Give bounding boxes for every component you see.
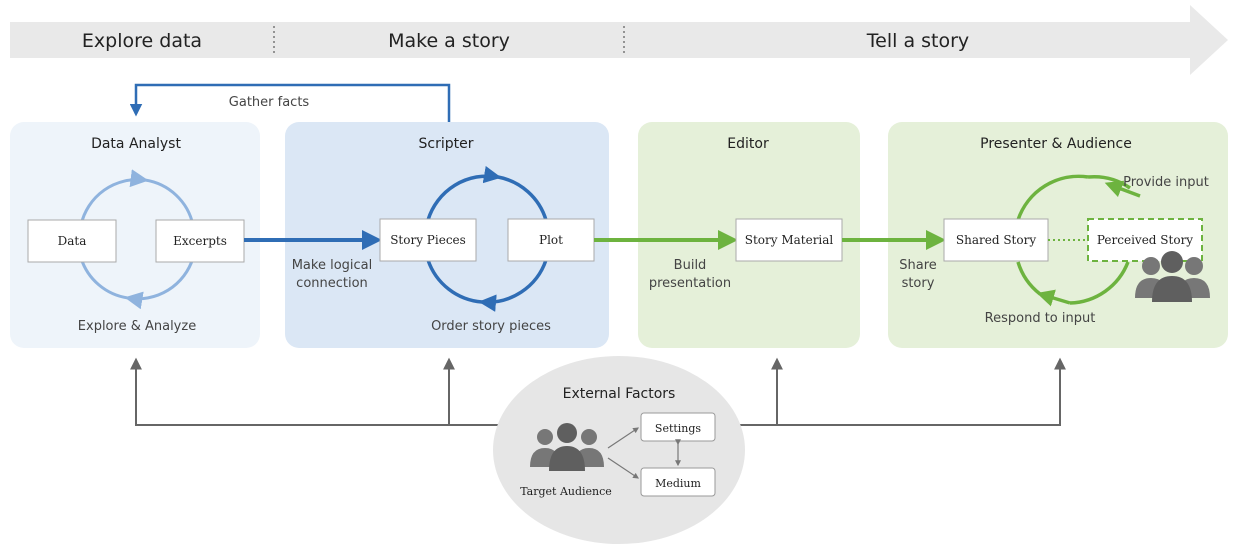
audience-people-icon — [1135, 251, 1210, 302]
data-analyst-title: Data Analyst — [91, 136, 181, 152]
plot-box-label: Plot — [539, 233, 563, 247]
perceived-story-box-label: Perceived Story — [1097, 233, 1193, 247]
story-material-box-label: Story Material — [745, 233, 834, 247]
plot-box — [507, 218, 595, 262]
share-story-label-1: Share — [899, 258, 937, 273]
medium-box-label: Medium — [655, 477, 701, 490]
respond-input-label: Respond to input — [985, 311, 1096, 326]
order-story-pieces-caption: Order story pieces — [431, 319, 551, 334]
build-presentation-label-1: Build — [674, 258, 707, 273]
make-logical-label-2: connection — [296, 276, 368, 291]
excerpts-box — [155, 219, 245, 263]
make-logical-label-1: Make logical — [292, 258, 373, 273]
perceived-story-box — [1087, 218, 1203, 262]
order-story-pieces-cycle — [426, 165, 548, 312]
shared-story-box — [943, 218, 1049, 262]
external-factors-ellipse — [493, 356, 745, 544]
story-pieces-box — [379, 218, 477, 262]
excerpts-box-label: Excerpts — [173, 234, 227, 248]
phase-make-label: Make a story — [388, 30, 510, 52]
shared-story-box-label: Shared Story — [956, 233, 1036, 247]
data-analyst-panel — [10, 122, 260, 348]
data-box-label: Data — [58, 234, 87, 248]
audience-feedback-cycle — [1016, 174, 1141, 307]
phase-band: Explore data Make a story Tell a story — [10, 5, 1228, 75]
gather-facts-arrow: Gather facts — [129, 83, 451, 122]
build-presentation-label-2: presentation — [649, 276, 731, 291]
gather-facts-label: Gather facts — [229, 95, 310, 110]
explore-analyze-cycle — [79, 169, 195, 310]
phase-explore-label: Explore data — [82, 30, 202, 52]
story-material-box — [735, 218, 843, 262]
scripter-title: Scripter — [419, 136, 474, 152]
editor-title: Editor — [727, 136, 769, 152]
phase-tell-label: Tell a story — [866, 30, 969, 52]
share-story-label-2: story — [902, 276, 935, 291]
presenter-audience-title: Presenter & Audience — [980, 136, 1132, 152]
data-box — [27, 219, 117, 263]
external-factors-connectors — [130, 357, 1066, 426]
target-audience-people-icon — [530, 423, 604, 471]
external-factor-arrows — [607, 427, 681, 479]
settings-box-label: Settings — [655, 422, 702, 435]
explore-analyze-caption: Explore & Analyze — [78, 319, 196, 334]
external-factors-title: External Factors — [563, 386, 676, 402]
provide-input-label: Provide input — [1123, 175, 1209, 190]
target-audience-label: Target Audience — [520, 485, 612, 498]
story-pieces-box-label: Story Pieces — [390, 233, 466, 247]
medium-box — [640, 467, 716, 497]
